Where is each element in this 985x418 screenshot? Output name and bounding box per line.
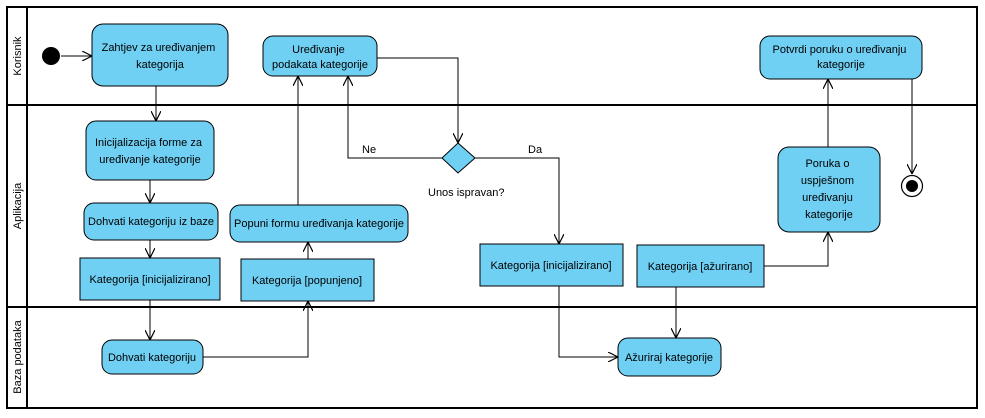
svg-text:Inicijalizacija forme za: Inicijalizacija forme za uređivanje kate…	[95, 137, 205, 166]
flow-decision-ne	[348, 76, 442, 159]
flow-uredjivanje-to-decision	[377, 57, 458, 143]
action-zahtjev: Zahtjev za uređivanjem kategorija	[91, 23, 229, 87]
final-node	[900, 174, 924, 198]
action-potvrdi-line-1: Potvrdi poruku o uređivanju	[773, 44, 907, 56]
action-uredjivanje-line-1: Uređivanje	[292, 44, 345, 56]
action-inicijalizacija-line-2: uređivanje kategorije	[99, 154, 201, 166]
action-popuni: Popuni formu uređivanja kategorije	[229, 204, 409, 243]
decision-node	[441, 142, 476, 174]
object-kategorija-inicijalizirano-1: Kategorija [inicijalizirano]	[79, 257, 221, 301]
guard-ne: Ne	[362, 144, 376, 156]
flow-decision-da	[475, 157, 559, 244]
action-dohvati-iz-baze-line-1: Dohvati kategoriju iz baze	[88, 216, 214, 228]
object-kategorija-inicijalizirano-1-label: Kategorija [inicijalizirano]	[89, 274, 210, 286]
action-uredjivanje: Uređivanje podakata kategorije	[262, 35, 378, 77]
svg-text:Uređivanje podakata kate: Uređivanje podakata kategorije	[272, 44, 368, 71]
guard-da: Da	[528, 144, 543, 156]
action-inicijalizacija-line-1: Inicijalizacija forme za	[95, 137, 203, 149]
action-poruka-line-4: kategorije	[805, 209, 853, 221]
svg-text:Dohvati kategoriju: Dohvati kategoriju	[108, 352, 196, 364]
action-dohvati: Dohvati kategoriju	[101, 339, 204, 375]
action-dohvati-iz-baze: Dohvati kategoriju iz baze	[83, 202, 219, 241]
swimlanes: Korisnik Aplikacija Baza podataka	[6, 6, 978, 409]
action-uredjivanje-line-2: podakata kategorije	[272, 59, 368, 71]
flow-kategorija-to-azuriraj	[558, 286, 618, 357]
lane-label-korisnik: Korisnik	[12, 36, 24, 76]
action-inicijalizacija: Inicijalizacija forme za uređivanje kate…	[85, 120, 215, 181]
lane-label-aplikacija: Aplikacija	[12, 182, 24, 229]
action-popuni-line-1: Popuni formu uređivanja kategorije	[234, 218, 404, 230]
initial-node	[42, 47, 60, 65]
action-azuriraj-line-1: Ažuriraj kategorije	[625, 352, 713, 364]
object-kategorija-inicijalizirano-2: Kategorija [inicijalizirano]	[479, 243, 624, 287]
lane-label-baza-podataka: Baza podataka	[12, 319, 24, 393]
object-kategorija-popunjeno: Kategorija [popunjeno]	[240, 258, 375, 302]
action-potvrdi-line-2: kategorije	[817, 59, 865, 71]
flow-dohvati-to-popunjeno	[203, 301, 308, 358]
object-kategorija-popunjeno-label: Kategorija [popunjeno]	[252, 275, 362, 287]
action-dohvati-line-1: Dohvati kategoriju	[108, 352, 196, 364]
action-poruka-line-2: uspješnom	[801, 175, 854, 187]
svg-text:Ažuriraj kategorije: Ažuriraj kategorije	[625, 352, 713, 364]
svg-text:Potvrdi poruku o uređivanju: Potvrdi poruku o uređivanju kategorije	[773, 44, 910, 71]
action-poruka-line-1: Poruka o	[805, 158, 849, 170]
object-kategorija-inicijalizirano-2-label: Kategorija [inicijalizirano]	[490, 260, 611, 272]
svg-text:Popuni formu uređivanja katego: Popuni formu uređivanja kategorije	[234, 218, 404, 230]
action-poruka: Poruka o uspješnom uređivanju kategorije	[777, 146, 881, 233]
flow-azurirano-to-poruka	[764, 232, 828, 267]
svg-text:Poruka o uspješnom: Poruka o uspješnom uređivanju kategorije	[801, 158, 857, 221]
action-zahtjev-line-2: kategorija	[136, 59, 185, 71]
action-poruka-line-3: uređivanju	[802, 192, 853, 204]
svg-text:Zahtjev za uređivanjem k: Zahtjev za uređivanjem kategorija	[102, 42, 219, 71]
svg-text:Dohvati kategoriju iz baze: Dohvati kategoriju iz baze	[88, 216, 214, 228]
object-kategorija-azurirano: Kategorija [ažurirano]	[636, 244, 765, 288]
object-kategorija-azurirano-label: Kategorija [ažurirano]	[648, 261, 753, 273]
action-zahtjev-line-1: Zahtjev za uređivanjem	[102, 42, 216, 54]
decision-label: Unos ispravan?	[428, 187, 504, 199]
action-potvrdi: Potvrdi poruku o uređivanju kategorije	[759, 35, 923, 80]
action-azuriraj: Ažuriraj kategorije	[617, 337, 722, 377]
